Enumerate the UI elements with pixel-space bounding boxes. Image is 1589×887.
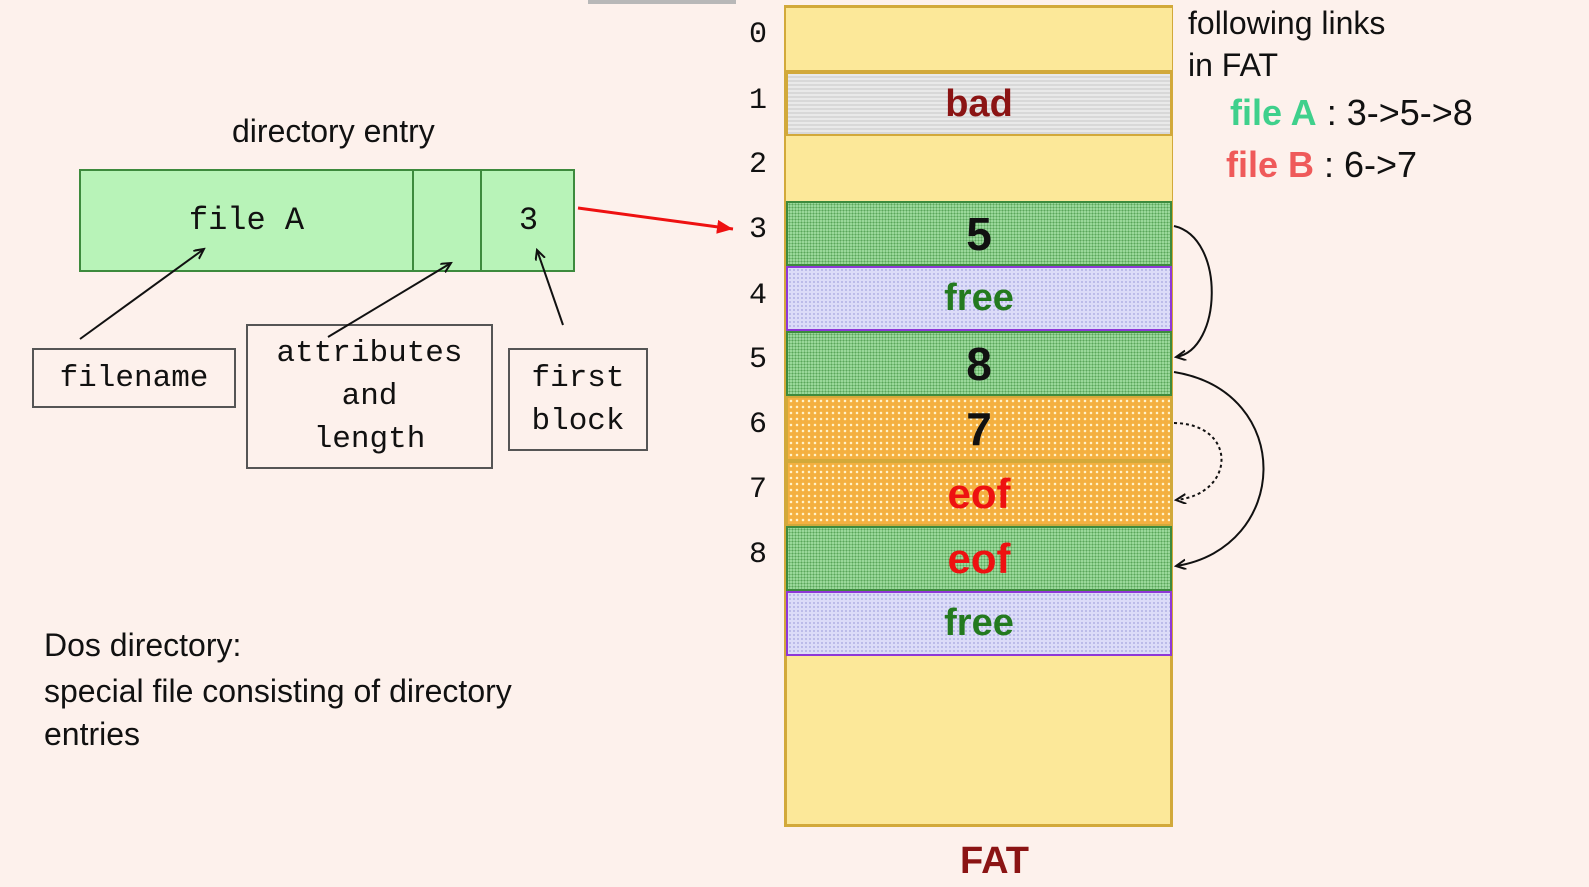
filename-label: filename: [32, 348, 236, 408]
chain-arrow-5-to-8: [1174, 371, 1265, 566]
first-block-to-fat-arrow: [577, 206, 734, 234]
fat-entry-2: [786, 136, 1172, 201]
top-edge-bar: [588, 0, 736, 4]
fat-entry-5: 8: [786, 331, 1172, 396]
first-block-pointer-arrow: [537, 250, 564, 326]
fat-index: 2: [748, 148, 767, 182]
first-block-label: first block: [508, 348, 648, 451]
file-b-chain-text: : 6->7: [1314, 144, 1418, 185]
chain-arrow-3-to-5: [1173, 225, 1213, 357]
file-a-chain: file A : 3->5->8: [1230, 92, 1473, 134]
fat-entry-3: 5: [786, 201, 1172, 266]
file-b-chain: file B : 6->7: [1226, 144, 1417, 186]
dos-directory-title: Dos directory:: [44, 627, 242, 663]
file-a-name: file A: [1230, 92, 1317, 133]
fat-entry-4: free: [786, 266, 1172, 331]
fat-entry-1: bad: [786, 72, 1172, 136]
attributes-label-line: attributes: [276, 336, 463, 371]
fat-index: 7: [748, 473, 767, 507]
fat-entry-7: eof: [786, 461, 1172, 526]
fat-label: FAT: [960, 840, 1029, 882]
fat-index: 8: [748, 538, 767, 572]
filename-field: file A: [81, 171, 414, 270]
fat-index: 0: [748, 18, 767, 52]
following-links-title: following links in FAT: [1188, 2, 1385, 86]
attributes-label: attributes and length: [246, 324, 493, 469]
following-links-title-line: following links: [1188, 5, 1386, 41]
fat-index: 6: [748, 408, 767, 442]
chain-arrow-6-to-7: [1174, 422, 1223, 500]
file-b-name: file B: [1226, 144, 1315, 185]
first-block-label-line: first: [531, 360, 625, 396]
file-a-chain-text: : 3->5->8: [1316, 92, 1473, 133]
first-block-field: 3: [518, 202, 539, 239]
directory-entry-title: directory entry: [232, 113, 435, 149]
fat-entry-0: [786, 8, 1172, 72]
fat-index: 4: [748, 279, 767, 313]
attributes-pointer-arrow: [327, 263, 451, 338]
first-block-label-line: block: [531, 403, 625, 439]
directory-entry-record: file A 3: [79, 169, 575, 272]
attributes-label-line: length: [313, 422, 426, 457]
attributes-label-line: and: [341, 379, 398, 414]
fat-entry-9: free: [786, 591, 1172, 656]
dos-directory-description: special file consisting of directory ent…: [44, 673, 512, 752]
fat-index: 5: [748, 343, 767, 377]
attributes-field: [412, 171, 482, 270]
fat-index: 1: [748, 84, 767, 118]
filename-pointer-arrow: [79, 249, 204, 340]
following-links-title-line: in FAT: [1188, 47, 1279, 83]
fat-entry-6: 7: [786, 396, 1172, 461]
fat-index: 3: [748, 213, 767, 247]
fat-entry-8: eof: [786, 526, 1172, 591]
